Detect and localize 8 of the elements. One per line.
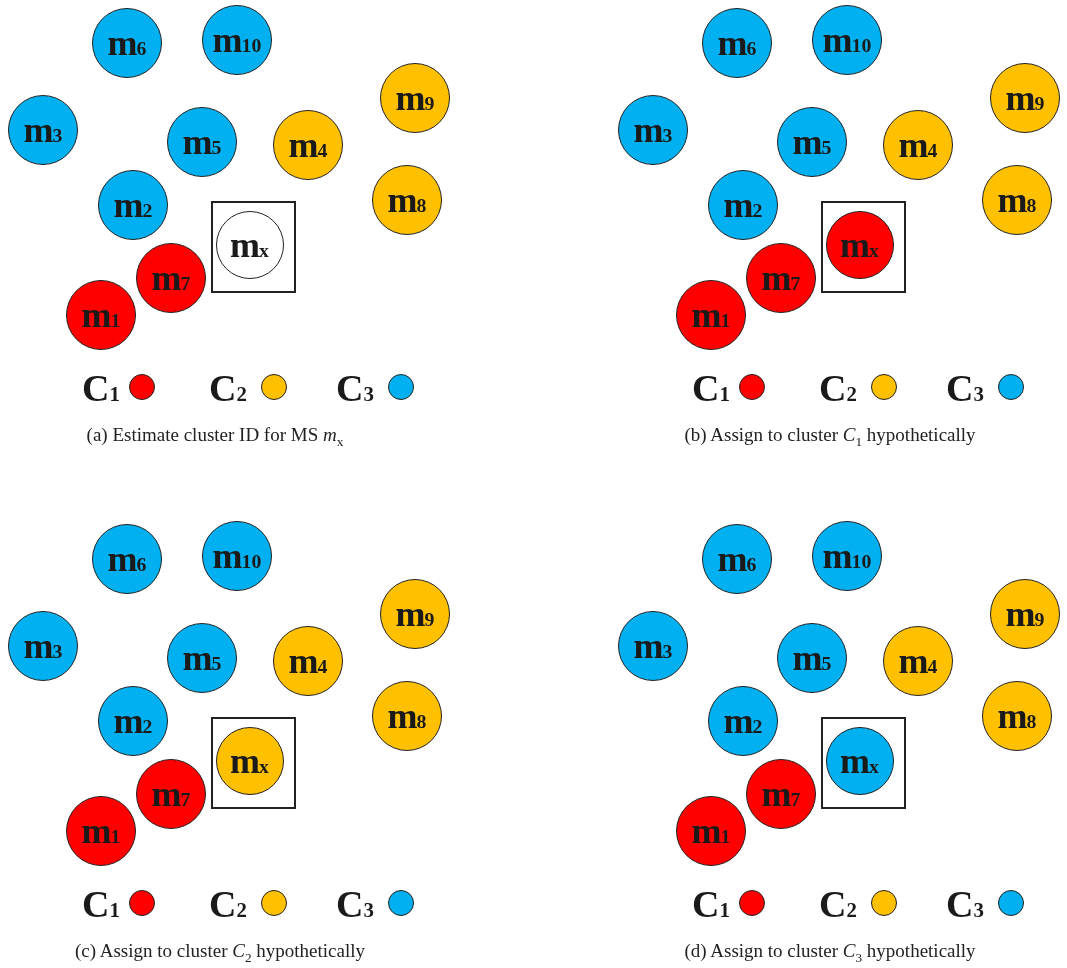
highlight-square (821, 201, 906, 293)
panel-caption: (c) Assign to cluster C$_{2}$ hypothetically (74, 940, 366, 966)
panel-caption: (a) Estimate cluster ID for MS m$_{x}$ (86, 424, 344, 450)
panel-caption: (d) Assign to cluster C$_{3}$ hypothetically (684, 940, 976, 966)
highlight-square (211, 201, 296, 293)
highlight-square (821, 717, 906, 809)
panel-caption: (b) Assign to cluster C$_{1}$ hypothetically (684, 424, 976, 450)
highlight-square (211, 717, 296, 809)
